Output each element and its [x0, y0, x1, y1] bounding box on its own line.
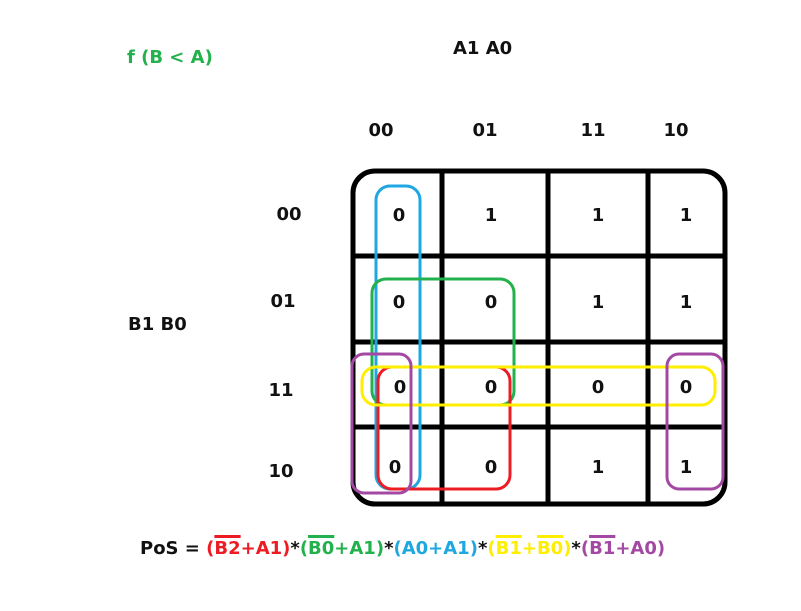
pos-separator: * [290, 538, 300, 559]
column-header: 11 [580, 120, 606, 141]
column-header: 01 [472, 120, 498, 141]
kmap-cell: 1 [679, 457, 693, 478]
kmap-cell: 1 [591, 292, 605, 313]
pos-term-b2-a1: (B2+A1) [206, 538, 291, 559]
kmap-cell: 1 [679, 205, 693, 226]
pos-term-b1-b0: (B1+B0) [487, 538, 572, 559]
group-blue-loop [374, 184, 422, 491]
pos-expression: PoS = (B2+A1)*(B0+A1)*(A0+A1)*(B1+B0)*(B… [140, 538, 665, 559]
pos-term-b0-a1: (B0+A1) [299, 538, 385, 559]
column-header: 10 [663, 120, 689, 141]
pos-term-a0-a1: (A0+A1) [393, 538, 478, 559]
kmap-cell: 0 [393, 377, 407, 398]
pos-separator: * [477, 538, 488, 559]
kmap-cell: 0 [392, 205, 406, 226]
row-header: 10 [268, 461, 294, 482]
kmap-cell: 0 [388, 457, 402, 478]
pos-prefix: PoS = [140, 538, 207, 559]
pos-term-b1-a0: (B1+A0) [580, 538, 666, 559]
row-header: 11 [268, 380, 294, 401]
kmap-cell: 0 [679, 377, 693, 398]
function-label: f (B < A) [127, 47, 213, 68]
group-yellow-loop [360, 365, 717, 407]
kmap-cell: 0 [484, 377, 498, 398]
group-purple-loop-right [665, 352, 725, 491]
kmap-cell: 1 [679, 292, 693, 313]
group-purple-loop-left [350, 352, 413, 495]
pos-separator: * [384, 538, 394, 559]
kmap-cell: 0 [484, 292, 498, 313]
pos-separator: * [571, 538, 581, 559]
row-header: 01 [270, 291, 296, 312]
kmap-cell: 1 [591, 205, 605, 226]
row-variables-label: B1 B0 [128, 314, 187, 335]
kmap-cell: 0 [392, 292, 406, 313]
kmap-cell: 1 [484, 205, 498, 226]
kmap-border [350, 168, 728, 507]
kmap-cell: 0 [591, 377, 605, 398]
column-header: 00 [368, 120, 394, 141]
row-header: 00 [276, 204, 302, 225]
kmap-cell: 1 [591, 457, 605, 478]
column-variables-label: A1 A0 [453, 38, 513, 59]
kmap-cell: 0 [484, 457, 498, 478]
